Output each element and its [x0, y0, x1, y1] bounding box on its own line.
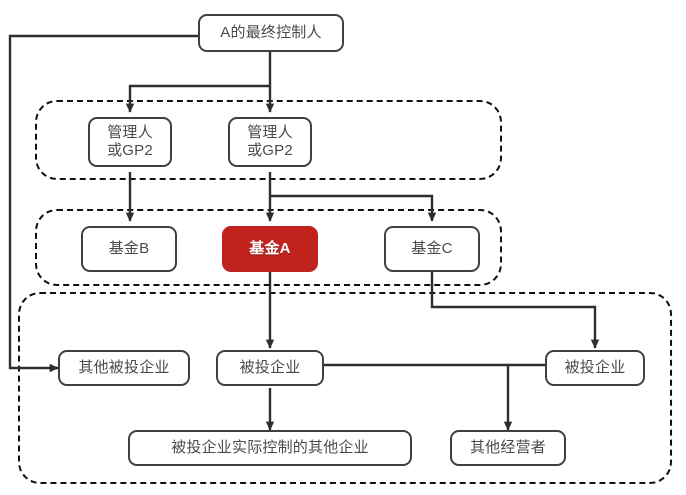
- node-controlled-others[interactable]: 被投企业实际控制的其他企业: [128, 430, 412, 466]
- node-invested-right[interactable]: 被投企业: [545, 350, 645, 386]
- node-other-invested[interactable]: 其他被投企业: [58, 350, 190, 386]
- node-fund-c[interactable]: 基金C: [384, 226, 480, 272]
- node-manager-right[interactable]: 管理人 或GP2: [228, 117, 312, 167]
- node-other-operators[interactable]: 其他经营者: [450, 430, 566, 466]
- node-manager-left[interactable]: 管理人 或GP2: [88, 117, 172, 167]
- node-controller[interactable]: A的最终控制人: [198, 14, 344, 52]
- node-fund-a[interactable]: 基金A: [222, 226, 318, 272]
- node-invested-center[interactable]: 被投企业: [216, 350, 324, 386]
- node-fund-b[interactable]: 基金B: [81, 226, 177, 272]
